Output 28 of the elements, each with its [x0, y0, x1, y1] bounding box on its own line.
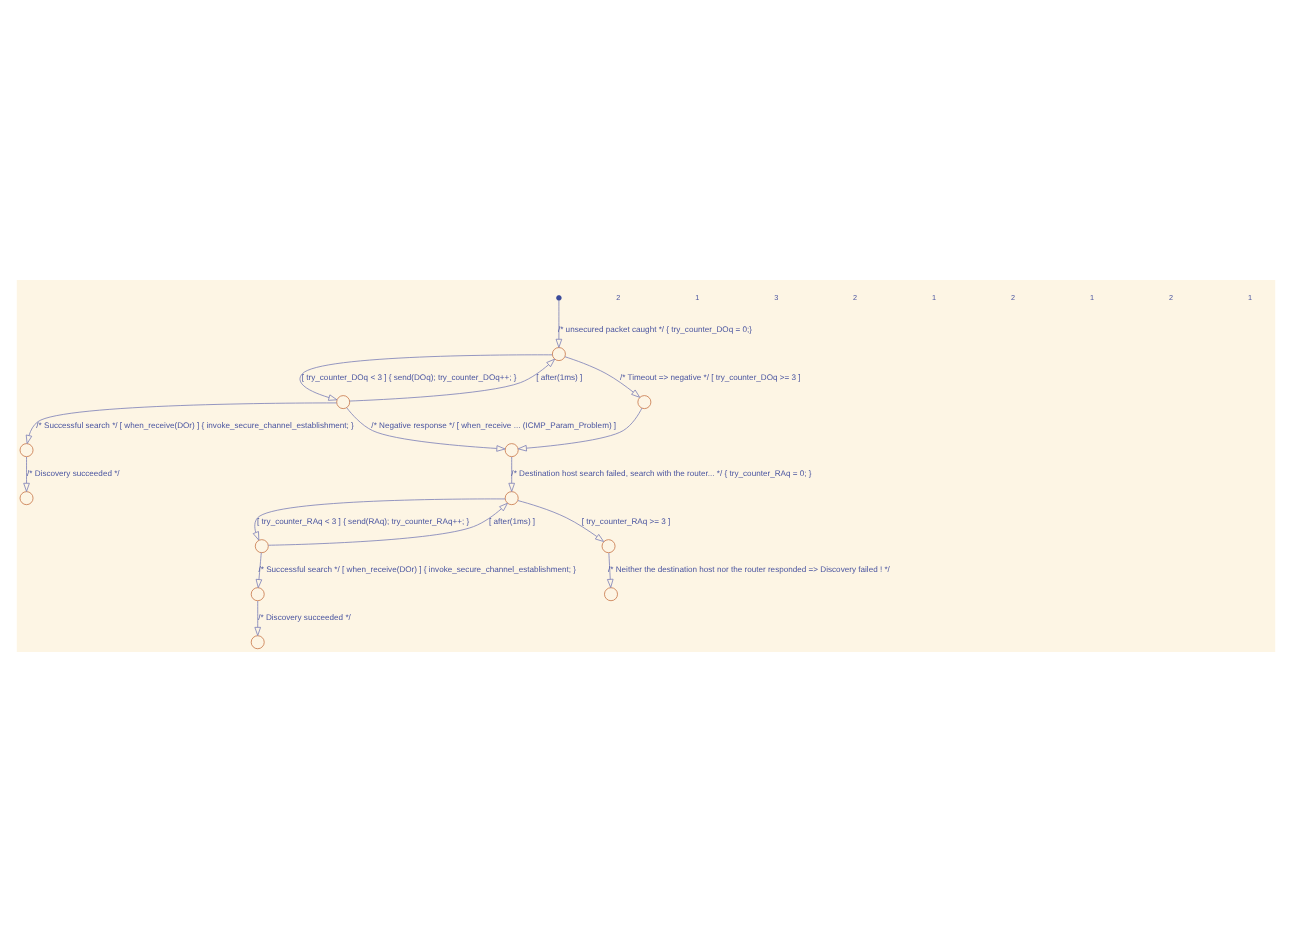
arrow — [299, 354, 553, 401]
node-circle — [604, 587, 618, 602]
arrow — [508, 456, 515, 492]
arrow — [349, 358, 556, 402]
node-circle — [250, 635, 265, 650]
arrow — [252, 498, 506, 541]
arrow — [346, 407, 506, 452]
node-circle — [254, 539, 269, 554]
node-circle — [552, 347, 566, 361]
arrow — [268, 502, 508, 546]
node-circle — [336, 395, 351, 409]
node-circle — [637, 395, 652, 409]
arrow — [517, 407, 643, 452]
node-dot — [556, 295, 562, 301]
node-circle — [19, 443, 34, 458]
arrow — [555, 299, 563, 348]
arrow — [254, 600, 261, 636]
node-circle — [504, 443, 519, 458]
node-circle — [601, 539, 616, 554]
arrow — [607, 552, 614, 588]
arrow — [255, 552, 263, 589]
node-circle — [250, 587, 265, 602]
node-circle — [504, 491, 519, 506]
node-circle — [19, 491, 34, 506]
arrow — [23, 456, 30, 492]
arrow — [25, 402, 337, 444]
arrow — [564, 356, 641, 398]
arrow — [517, 500, 604, 542]
